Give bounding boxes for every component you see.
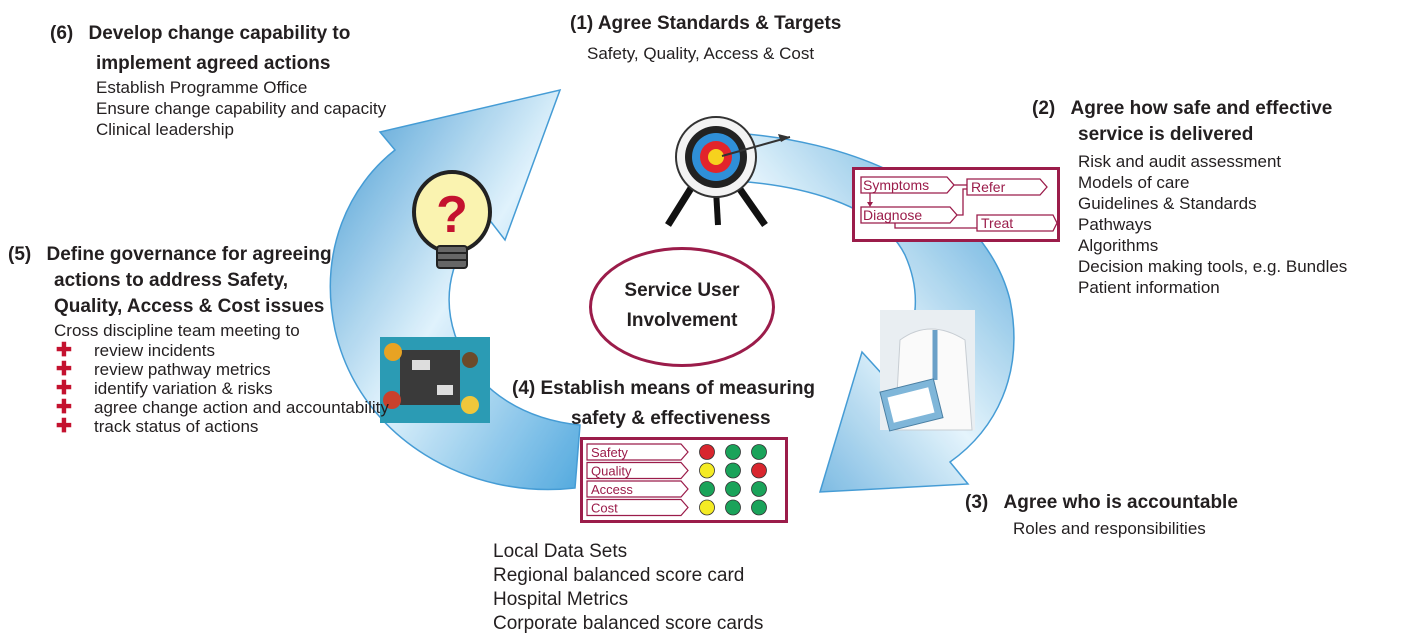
scorecard-row-box	[586, 461, 689, 480]
status-dot-red	[751, 462, 767, 479]
center-line2: Involvement	[626, 310, 738, 331]
step5-bullet: ✚agree change action and accountability	[56, 397, 389, 418]
target-icon	[665, 116, 791, 228]
step-1: (1) Agree Standards & Targets Safety, Qu…	[570, 11, 841, 64]
step5-title-line3: Quality, Access & Cost issues	[54, 296, 325, 317]
step4-item: Corporate balanced score cards	[493, 613, 764, 634]
plus-icon: ✚	[56, 378, 72, 399]
step-2: (2) Agree how safe and effective service…	[1032, 96, 1347, 298]
step4-title-line1: (4) Establish means of measuring	[512, 378, 816, 399]
scorecard-row-label: Cost	[591, 501, 618, 516]
status-dot-green	[751, 499, 767, 516]
step-4: (4) Establish means of measuring safety …	[512, 376, 872, 432]
step4-item: Hospital Metrics	[493, 589, 629, 610]
step2-title-line2: service is delivered	[1078, 124, 1254, 145]
meeting-table-icon	[380, 337, 490, 423]
step4-title-line2: safety & effectiveness	[571, 408, 771, 429]
step5-title-line1: Define governance for agreeing	[46, 244, 332, 265]
step6-title-line1: Develop change capability to	[88, 23, 351, 44]
step2-item: Risk and audit assessment	[1078, 152, 1282, 171]
step3-number: (3)	[965, 492, 989, 513]
step-5: (5) Define governance for agreeing actio…	[8, 242, 389, 436]
step2-item: Models of care	[1078, 173, 1190, 192]
pathway-flowchart: Symptoms Diagnose Refer Treat	[852, 167, 1060, 242]
step5-intro: Cross discipline team meeting to	[54, 321, 300, 340]
step5-number: (5)	[8, 244, 32, 265]
step-6: (6) Develop change capability to impleme…	[50, 21, 386, 140]
status-dot-red	[699, 444, 715, 460]
plus-icon: ✚	[56, 340, 72, 361]
step3-subtitle: Roles and responsibilities	[1013, 519, 1206, 538]
scorecard-row-box	[586, 498, 689, 517]
lightbulb-question-icon: ?	[412, 170, 492, 269]
scorecard-row-label: Quality	[591, 464, 632, 479]
step6-item: Establish Programme Office	[96, 78, 308, 97]
service-user-ellipse: Service User Involvement	[589, 247, 775, 367]
step6-item: Ensure change capability and capacity	[96, 99, 387, 118]
step-3: (3) Agree who is accountable Roles and r…	[965, 490, 1238, 539]
status-dot-green	[725, 462, 741, 479]
scorecard-row-box	[586, 480, 689, 498]
status-dot-yellow	[699, 499, 715, 516]
step6-item: Clinical leadership	[96, 120, 234, 139]
flowchart-connectors	[860, 176, 1057, 232]
flow-treat: Treat	[981, 215, 1014, 231]
status-dot-green	[725, 444, 741, 460]
status-dot-green	[699, 481, 715, 497]
svg-text:?: ?	[436, 186, 468, 244]
step6-number: (6)	[50, 23, 74, 44]
step2-item: Algorithms	[1078, 236, 1159, 255]
flow-diagnose: Diagnose	[863, 207, 923, 223]
step6-title-line2: implement agreed actions	[96, 53, 331, 74]
step4-item: Local Data Sets	[493, 541, 628, 562]
step5-bullet: ✚review pathway metrics	[56, 359, 271, 380]
step2-title-line1: Agree how safe and effective	[1070, 98, 1333, 119]
step4-list: Local Data Sets Regional balanced score …	[493, 540, 763, 636]
center-line1: Service User	[624, 280, 740, 301]
status-dot-green	[751, 444, 767, 460]
step2-number: (2)	[1032, 98, 1056, 119]
flow-symptoms: Symptoms	[863, 177, 930, 193]
status-dot-green	[725, 499, 741, 516]
plus-icon: ✚	[56, 397, 72, 418]
status-dot-green	[725, 481, 741, 497]
scorecard-row-box	[586, 443, 689, 461]
step1-subtitle: Safety, Quality, Access & Cost	[587, 44, 815, 63]
step2-item: Decision making tools, e.g. Bundles	[1078, 257, 1348, 276]
step2-item: Patient information	[1078, 278, 1220, 297]
step1-number: (1)	[570, 13, 594, 34]
status-dot-yellow	[699, 462, 715, 479]
step2-item: Pathways	[1078, 215, 1152, 234]
plus-icon: ✚	[56, 416, 72, 437]
step2-item: Guidelines & Standards	[1078, 194, 1257, 213]
plus-icon: ✚	[56, 359, 72, 380]
flow-refer: Refer	[971, 179, 1006, 195]
scorecard-row-label: Access	[591, 482, 633, 497]
step1-title: Agree Standards & Targets	[597, 13, 842, 34]
step5-bullet: ✚track status of actions	[56, 416, 259, 437]
status-dot-green	[751, 481, 767, 497]
doctor-clipboard-icon	[879, 310, 975, 432]
step5-bullet: ✚identify variation & risks	[56, 378, 273, 399]
step5-bullet: ✚review incidents	[56, 340, 215, 361]
step3-title: Agree who is accountable	[1003, 492, 1238, 513]
step5-title-line2: actions to address Safety,	[54, 270, 289, 291]
scorecard-row-label: Safety	[591, 445, 628, 460]
step4-item: Regional balanced score card	[493, 565, 745, 586]
